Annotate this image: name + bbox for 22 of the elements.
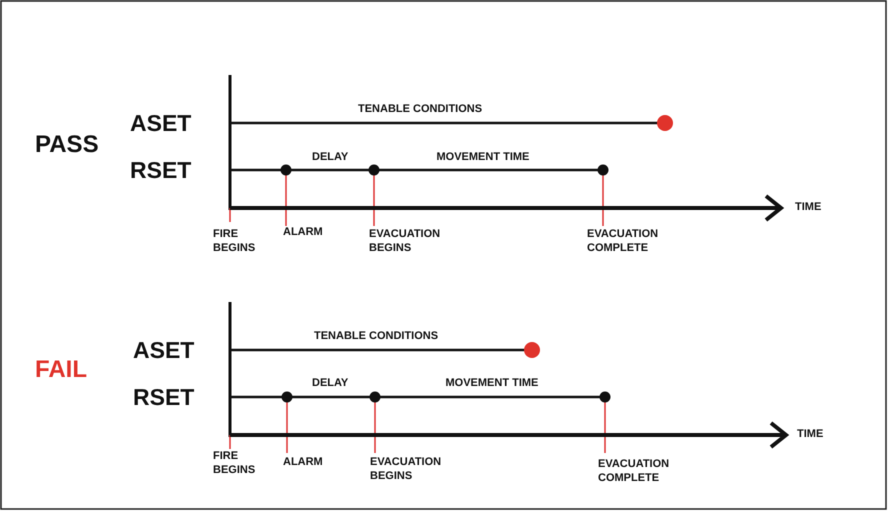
event-label: EVACUATION BEGINS [369,228,442,256]
event-label: ALARM [283,456,324,470]
segment-label: TENABLE CONDITIONS [358,103,482,117]
segment-label: TENABLE CONDITIONS [314,330,438,344]
outcome-label: PASS [35,130,99,160]
axis-label: TIME [795,201,822,215]
segment-label: DELAY [312,377,348,391]
event-label: EVACUATION BEGINS [370,456,442,484]
row-label: ASET [133,336,194,364]
event-label: EVACUATION COMPLETE [598,458,670,486]
outcome-label: FAIL [35,355,87,385]
event-label: EVACUATION COMPLETE [587,228,660,256]
axis-label: TIME [797,428,824,442]
event-label: ALARM [283,226,324,240]
row-label: RSET [130,156,192,184]
event-label: FIRE BEGINS [213,450,256,478]
row-label: ASET [130,108,192,138]
event-label: FIRE BEGINS [213,228,256,256]
segment-label: MOVEMENT TIME [436,151,530,165]
segment-label: DELAY [312,151,348,165]
row-label: RSET [133,382,194,412]
segment-label: MOVEMENT TIME [446,377,538,391]
